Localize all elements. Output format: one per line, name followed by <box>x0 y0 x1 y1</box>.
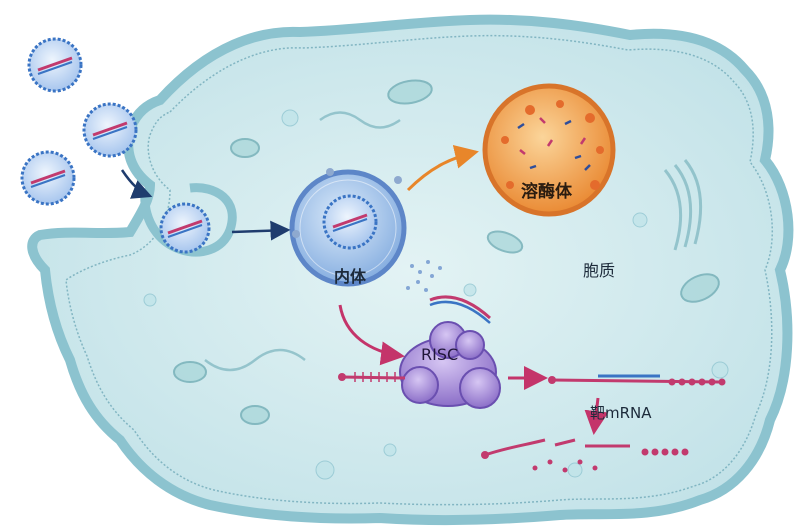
vesicle <box>711 361 729 379</box>
golgi-apparatus <box>663 159 703 251</box>
risc-label: RISC <box>421 345 459 364</box>
mitochondrion <box>173 361 207 383</box>
vesicle <box>281 109 299 127</box>
vesicle <box>143 293 157 307</box>
vesicle <box>383 443 397 457</box>
arrow-uptake <box>120 169 153 199</box>
mrna-strands <box>338 372 726 473</box>
vesicle <box>315 460 335 480</box>
arrows <box>120 145 609 435</box>
endosomal-escape <box>406 260 492 324</box>
endosome <box>289 168 407 287</box>
endoplasmic-reticulum <box>319 111 401 129</box>
arrow-to-cleavage <box>584 397 609 435</box>
vesicle <box>567 462 583 478</box>
endosome-label: 内体 <box>334 267 367 286</box>
lysosome-label: 溶酶体 <box>521 182 572 202</box>
arrow-to-risc <box>338 304 405 366</box>
cytoplasm-label: 胞质 <box>583 261 616 280</box>
vesicle <box>632 212 648 228</box>
arrow-to-lysosome <box>406 145 479 192</box>
released-sirna <box>429 295 492 320</box>
mitochondrion <box>230 138 260 158</box>
nanoparticle <box>20 150 76 206</box>
cleaved-mrna-fragments <box>481 438 689 473</box>
endoplasmic-reticulum <box>204 348 306 372</box>
arrow-to-endosome <box>231 220 291 241</box>
target-mrna-label: 靶mRNA <box>590 404 652 422</box>
mitochondrion <box>486 230 524 254</box>
risc-complex <box>399 321 501 409</box>
organelles <box>143 79 729 480</box>
endocytosis-pit <box>140 183 237 257</box>
lysosome <box>482 83 616 217</box>
mitochondrion <box>387 79 433 105</box>
cell-membrane-inner <box>65 34 774 506</box>
nanoparticle <box>82 102 138 158</box>
nanoparticles-extracellular <box>20 37 138 206</box>
nanoparticle <box>27 37 83 93</box>
mitochondrion <box>240 405 270 425</box>
mitochondrion <box>680 273 720 303</box>
vesicle <box>463 283 477 297</box>
